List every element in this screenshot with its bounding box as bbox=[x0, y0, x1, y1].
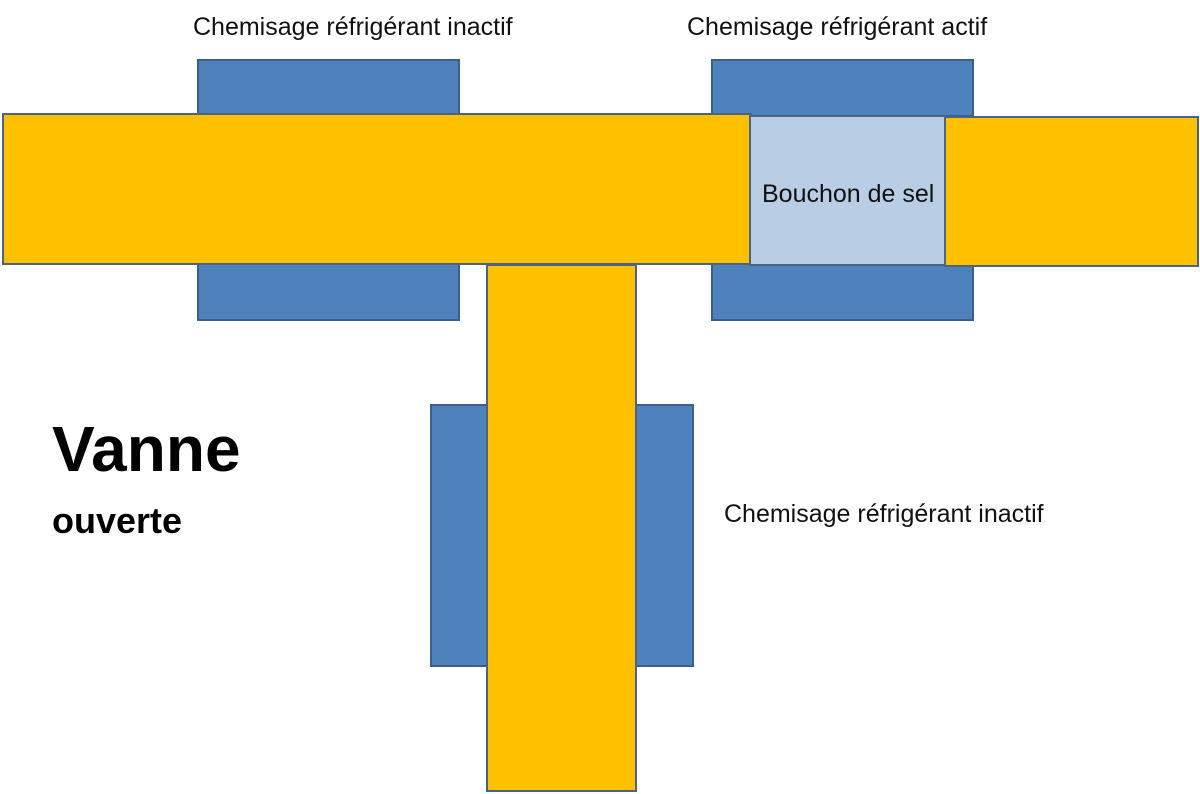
vertical-branch-pipe bbox=[486, 264, 637, 792]
label-salt-plug: Bouchon de sel bbox=[762, 180, 935, 208]
top-left-jacket-upper bbox=[197, 59, 460, 117]
top-right-jacket-lower bbox=[711, 263, 974, 321]
main-pipe-left-segment bbox=[2, 113, 752, 265]
salt-plug bbox=[749, 115, 946, 266]
title-main: Vanne bbox=[52, 413, 241, 485]
title-sub: ouverte bbox=[52, 500, 183, 541]
main-pipe-right-segment bbox=[944, 116, 1199, 267]
bottom-jacket-left bbox=[430, 404, 490, 667]
label-top-right-jacket: Chemisage réfrigérant actif bbox=[687, 13, 988, 41]
top-right-jacket-upper bbox=[711, 59, 974, 117]
top-left-jacket-lower bbox=[197, 263, 460, 321]
label-top-left-jacket: Chemisage réfrigérant inactif bbox=[193, 13, 513, 41]
bottom-jacket-right bbox=[634, 404, 694, 667]
label-bottom-jacket: Chemisage réfrigérant inactif bbox=[724, 500, 1044, 528]
